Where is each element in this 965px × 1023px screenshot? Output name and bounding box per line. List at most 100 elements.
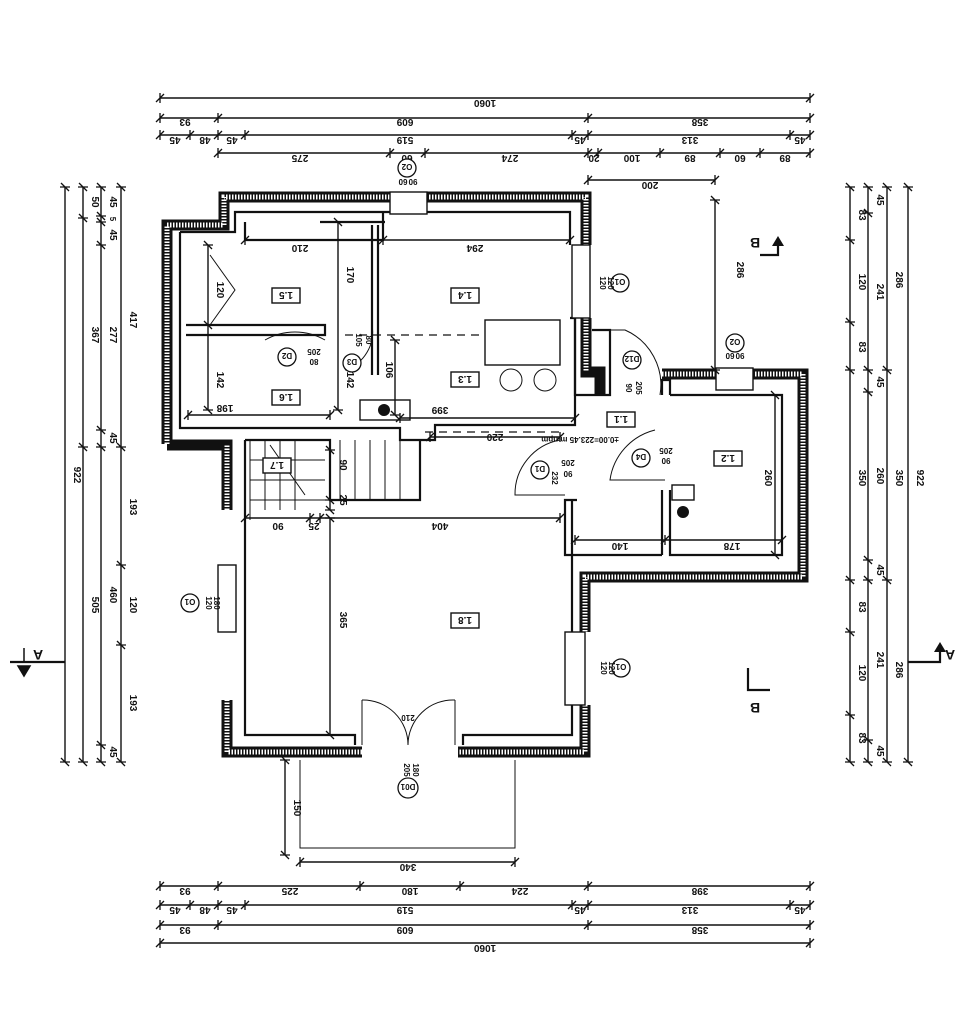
bottom-dimensions: 93 225 180 224 398 45 48 45 519 45 313 4… [155,755,815,953]
tag-text: 90 [735,351,744,360]
dim-label: 180 [401,885,418,896]
dim-label: 519 [396,904,413,915]
dim-label: 45 [226,904,238,915]
dim-label: 417 [127,312,138,329]
tag-text: 205 [402,763,411,777]
tag-text: D1 [534,464,545,473]
dim-label: 294 [466,242,483,253]
tag-text: O1 [615,662,626,671]
exterior-walls [161,191,809,758]
tag-text: 180 [212,596,221,610]
room-label-1-7: 1.7 [270,459,284,470]
section-b-markers: B B [746,235,784,716]
room-label-1-4: 1.4 [458,289,472,300]
tag-text: D4 [635,452,646,461]
dim-label: 193 [127,695,138,712]
level-annotation: ±0.00=223.45 m npm [541,435,619,444]
dim-label: 50 [89,196,100,208]
dim-label: 274 [501,152,518,163]
dim-label: 60 [734,152,746,163]
dim-label: 365 [337,612,348,629]
stool [499,368,523,392]
window [715,367,754,391]
section-label-a-left: A [33,647,43,663]
dim-label: 120 [856,274,867,291]
dim-label: 225 [281,885,298,896]
windows [217,191,754,706]
tag-text: 232 [550,471,559,485]
stool [533,368,557,392]
dim-label: 313 [681,134,698,145]
tag-text: D3 [346,357,357,366]
tag-text: 205 [659,446,673,455]
tag-text: 120 [606,276,615,290]
tag-text: 90 [563,469,572,478]
dim-label: 45 [107,432,118,444]
dim-label: 25 [308,520,320,531]
dim-label: 83 [856,341,867,353]
dim-label: 120 [214,282,225,299]
flue-icon [677,506,689,518]
dim-label: 106 [383,362,394,379]
dim-label: 142 [344,372,355,389]
dim-label: 45 [169,134,181,145]
section-label-a-right: A [945,647,955,663]
dim-label: 260 [874,468,885,485]
dim-label: 220 [486,431,503,442]
interior-dimensions: 210 294 170 120 142 198 106 142 399 220 … [183,195,787,740]
section-arrow-icon [772,236,784,246]
section-line-a-right [908,645,942,664]
dim-label: 277 [107,327,118,344]
dim-label: 90 [337,459,348,471]
dim-label: 193 [127,499,138,516]
dim-label: 275 [291,152,308,163]
dim-label: 609 [396,924,413,935]
dim-label: 93 [179,116,191,127]
tag-text: 60 [725,351,734,360]
dim-label: 1060 [473,942,496,953]
dim-label: 358 [691,116,708,127]
tag-text: O1 [614,277,625,286]
dim-label: 45 [874,564,885,576]
dim-label: 83 [856,732,867,744]
dim-label: 367 [89,327,100,344]
dim-label: 45 [794,134,806,145]
section-arrow-icon [16,648,32,678]
dim-label: 93 [179,885,191,896]
tag-text: 80 [309,357,318,366]
dim-label: 60 [401,152,413,163]
dim-label: 45 [574,904,586,915]
tag-text: O1 [184,597,195,606]
dim-label: 519 [396,134,413,145]
dim-label: 120 [127,597,138,614]
tag-text: 90 [624,384,633,393]
dim-label: 170 [344,267,355,284]
tag-text: D12 [624,354,639,363]
dim-label: 358 [691,924,708,935]
dim-label: 241 [874,652,885,669]
dim-label: 922 [914,470,925,487]
dim-label: 83 [856,601,867,613]
tag-text: 205 [634,381,643,395]
room-label-1-1: 1.1 [614,413,628,424]
tag-text: 210 [401,713,415,722]
tag-text: 90 [408,177,417,186]
dim-label: 45 [107,196,118,208]
dim-label: 45 [169,904,181,915]
window [217,564,237,633]
dim-label: 142 [214,372,225,389]
tag-text: O2 [401,162,412,171]
tag-text: 60 [398,177,407,186]
dim-label: 45 [107,746,118,758]
dim-label: 150 [291,800,302,817]
left-dimensions: 922 50 367 505 45 5 45 277 45 460 45 417… [10,182,138,767]
